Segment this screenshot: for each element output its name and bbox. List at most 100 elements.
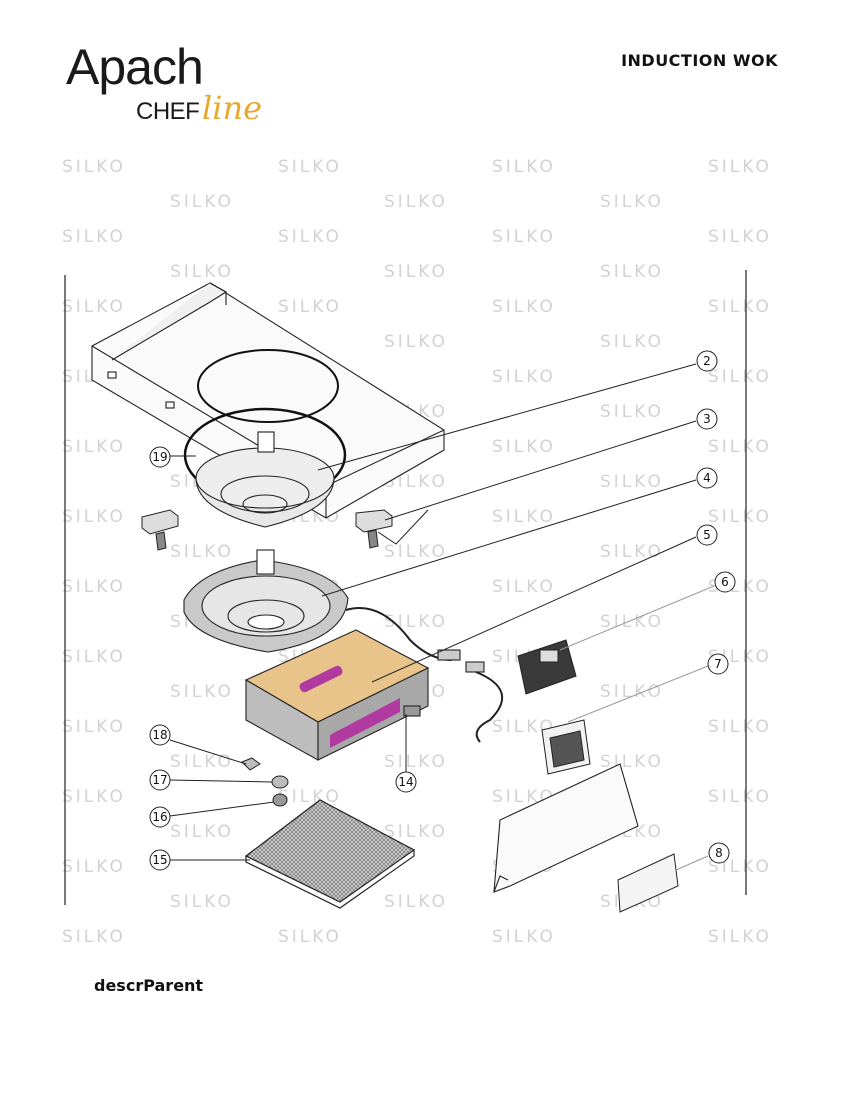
watermark-text: SILKO (600, 262, 664, 282)
watermark-text: SILKO (708, 717, 772, 737)
watermark-text: SILKO (170, 892, 234, 912)
brand-sub: CHEF (136, 98, 200, 125)
callout-circle (149, 769, 171, 791)
watermark-text: SILKO (62, 717, 126, 737)
watermark-text: SILKO (600, 682, 664, 702)
callout-7: 7 (707, 653, 729, 675)
watermark-text: SILKO (708, 157, 772, 177)
watermark-text: SILKO (708, 507, 772, 527)
watermark-text: SILKO (708, 787, 772, 807)
label-plate (617, 853, 679, 913)
callout-3: 3 (696, 408, 718, 430)
callout-label: 18 (152, 728, 167, 742)
watermark-text: SILKO (492, 437, 556, 457)
watermark-text: SILKO (278, 157, 342, 177)
exploded-parts-diagram: SILKO SILKO SILKO SILKO SILKO SILKO SILKO SILKO… (62, 157, 772, 947)
watermark-text: SILKO (170, 682, 234, 702)
watermark-text: SILKO (62, 857, 126, 877)
watermark-text: SILKO (492, 297, 556, 317)
watermark-text: SILKO (62, 647, 126, 667)
watermark-text: SILKO (278, 927, 342, 947)
watermark-text: SILKO (62, 787, 126, 807)
watermark-text: SILKO (62, 157, 126, 177)
callout-label: 15 (152, 853, 167, 867)
callout-circle (149, 446, 171, 468)
watermark-text: SILKO (600, 542, 664, 562)
callout-5: 5 (696, 524, 718, 546)
watermark-text: SILKO (62, 437, 126, 457)
watermark-text: SILKO (492, 157, 556, 177)
page-title: INDUCTION WOK (621, 51, 778, 70)
callout-17: 17 (149, 769, 171, 791)
callout-circle (149, 724, 171, 746)
clip-left (141, 509, 179, 551)
watermark-text: SILKO (278, 787, 342, 807)
watermark-text: SILKO (600, 192, 664, 212)
control-pcb (517, 639, 577, 695)
brand-name: Apach (66, 39, 204, 95)
wok-bowl-ring (183, 407, 347, 528)
watermark-text: SILKO (708, 297, 772, 317)
watermark-text: SILKO (170, 542, 234, 562)
clip-right (355, 509, 393, 549)
watermark-text: SILKO (384, 472, 448, 492)
watermark-text: SILKO (600, 332, 664, 352)
callout-label: 17 (152, 773, 167, 787)
callout-circle (707, 653, 729, 675)
callout-label: 6 (721, 575, 729, 589)
leader-lines (169, 363, 715, 871)
callout-4: 4 (696, 467, 718, 489)
watermark-text: SILKO (492, 227, 556, 247)
callout-18: 18 (149, 724, 171, 746)
watermark-text: SILKO (384, 542, 448, 562)
callout-label: 19 (152, 450, 167, 464)
watermark-text: SILKO (62, 227, 126, 247)
watermark-text: SILKO (384, 192, 448, 212)
watermark-text: SILKO (278, 227, 342, 247)
watermark-text: SILKO (492, 367, 556, 387)
callout-circle (696, 524, 718, 546)
callout-label: 7 (714, 657, 722, 671)
watermark-text: SILKO (278, 297, 342, 317)
watermark-text: SILKO (384, 892, 448, 912)
wok-plate (183, 549, 453, 661)
induction-base (244, 629, 504, 761)
callout-circle (696, 408, 718, 430)
watermark-text: SILKO (170, 822, 234, 842)
callout-19: 19 (149, 446, 171, 468)
callout-label: 3 (703, 412, 711, 426)
watermark-text: SILKO (170, 262, 234, 282)
callout-circle (395, 771, 417, 793)
watermark-text: SILKO (708, 227, 772, 247)
watermark-text: SILKO (62, 507, 126, 527)
callout-16: 16 (149, 806, 171, 828)
watermark-layer: SILKO SILKO SILKO SILKO SILKO SILKO SILKO SILKO… (62, 157, 772, 947)
watermark-text: SILKO (170, 192, 234, 212)
watermark-text: SILKO (708, 927, 772, 947)
watermark-text: SILKO (384, 752, 448, 772)
watermark-text: SILKO (492, 507, 556, 527)
callout-circle (696, 467, 718, 489)
callout-circle (714, 571, 736, 593)
watermark-text: SILKO (600, 402, 664, 422)
watermark-text: SILKO (62, 927, 126, 947)
watermark-text: SILKO (492, 927, 556, 947)
callout-label: 8 (715, 846, 723, 860)
callout-6: 6 (714, 571, 736, 593)
callout-label: 5 (703, 528, 711, 542)
small-parts (241, 757, 289, 807)
callout-circle (149, 806, 171, 828)
control-panel (541, 719, 591, 775)
brand-logo: Apach CHEF line (66, 40, 266, 130)
watermark-text: SILKO (492, 717, 556, 737)
callout-label: 2 (703, 354, 711, 368)
watermark-text: SILKO (170, 752, 234, 772)
watermark-text: SILKO (384, 332, 448, 352)
footer-label: descrParent (94, 976, 204, 995)
callout-15: 15 (149, 849, 171, 871)
watermark-text: SILKO (492, 577, 556, 597)
callout-8: 8 (708, 842, 730, 864)
callout-circle (696, 350, 718, 372)
watermark-text: SILKO (600, 472, 664, 492)
